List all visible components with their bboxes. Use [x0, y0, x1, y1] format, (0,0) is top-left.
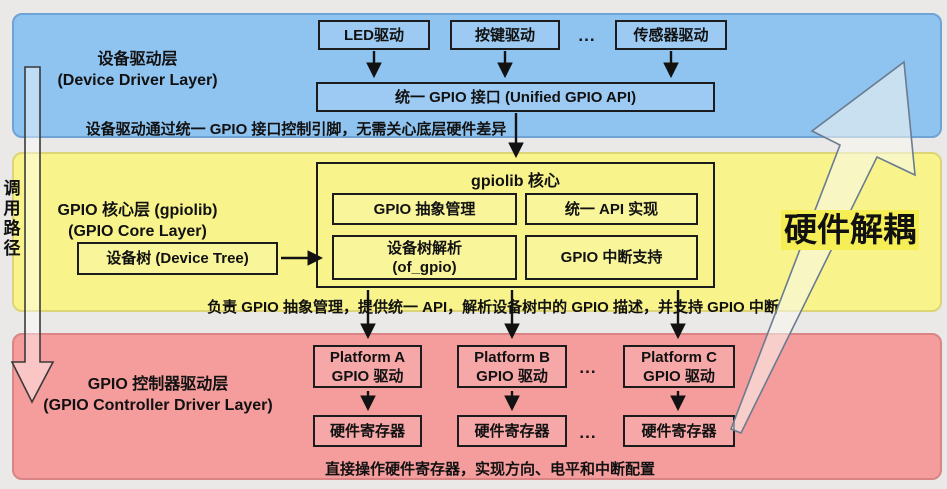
platform-a-driver-box: Platform A GPIO 驱动	[313, 345, 422, 388]
platform-ellipsis: ...	[579, 358, 597, 377]
unified-gpio-api-box: 统一 GPIO 接口 (Unified GPIO API)	[316, 82, 715, 112]
call-path-label: 调用路径	[3, 179, 21, 258]
sensor-driver-box: 传感器驱动	[615, 20, 727, 50]
core-layer-title-en: (GPIO Core Layer)	[68, 223, 207, 240]
platform-a-sub: GPIO 驱动	[331, 367, 404, 385]
controller-layer-caption: 直接操作硬件寄存器，实现方向、电平和中断配置	[324, 461, 655, 478]
register-ellipsis: ...	[579, 423, 597, 442]
module-irq-box: GPIO 中断支持	[525, 235, 698, 280]
core-layer-title: GPIO 核心层 (gpiolib) (GPIO Core Layer)	[45, 200, 230, 242]
module-dt-parse-line2: (of_gpio)	[392, 258, 457, 276]
platform-b-name: Platform B	[474, 348, 550, 366]
controller-layer-title-en: (GPIO Controller Driver Layer)	[43, 397, 273, 414]
hardware-decoupling-label: 硬件解耦	[781, 210, 919, 250]
device-tree-box: 设备树 (Device Tree)	[77, 242, 278, 275]
platform-b-sub: GPIO 驱动	[476, 367, 548, 385]
gpiolib-core-title: gpiolib 核心	[471, 173, 560, 190]
module-api-box: 统一 API 实现	[525, 193, 698, 225]
hw-register-b-box: 硬件寄存器	[457, 415, 567, 447]
controller-layer-title: GPIO 控制器驱动层 (GPIO Controller Driver Laye…	[13, 374, 303, 416]
module-dt-parse-box: 设备树解析 (of_gpio)	[332, 235, 517, 280]
led-driver-box: LED驱动	[318, 20, 430, 50]
driver-ellipsis: ...	[578, 26, 596, 45]
platform-c-sub: GPIO 驱动	[643, 367, 715, 385]
key-driver-box: 按键驱动	[450, 20, 560, 50]
device-layer-title: 设备驱动层 (Device Driver Layer)	[40, 49, 235, 91]
gpiolib-core-container	[316, 162, 715, 288]
device-layer-title-en: (Device Driver Layer)	[57, 72, 218, 89]
module-abstract-box: GPIO 抽象管理	[332, 193, 517, 225]
module-dt-parse-line1: 设备树解析	[386, 239, 462, 257]
platform-b-driver-box: Platform B GPIO 驱动	[457, 345, 567, 388]
core-layer-caption: 负责 GPIO 抽象管理，提供统一 API，解析设备树中的 GPIO 描述，并支…	[207, 299, 779, 316]
controller-layer-title-zh: GPIO 控制器驱动层	[87, 376, 229, 393]
hw-register-c-box: 硬件寄存器	[623, 415, 735, 447]
core-layer-title-zh: GPIO 核心层 (gpiolib)	[57, 202, 218, 219]
platform-c-driver-box: Platform C GPIO 驱动	[623, 345, 735, 388]
platform-a-name: Platform A	[329, 348, 406, 366]
platform-c-name: Platform C	[641, 348, 717, 366]
device-layer-caption: 设备驱动通过统一 GPIO 接口控制引脚，无需关心底层硬件差异	[85, 121, 507, 138]
hw-register-a-box: 硬件寄存器	[313, 415, 422, 447]
device-layer-title-zh: 设备驱动层	[97, 51, 178, 68]
